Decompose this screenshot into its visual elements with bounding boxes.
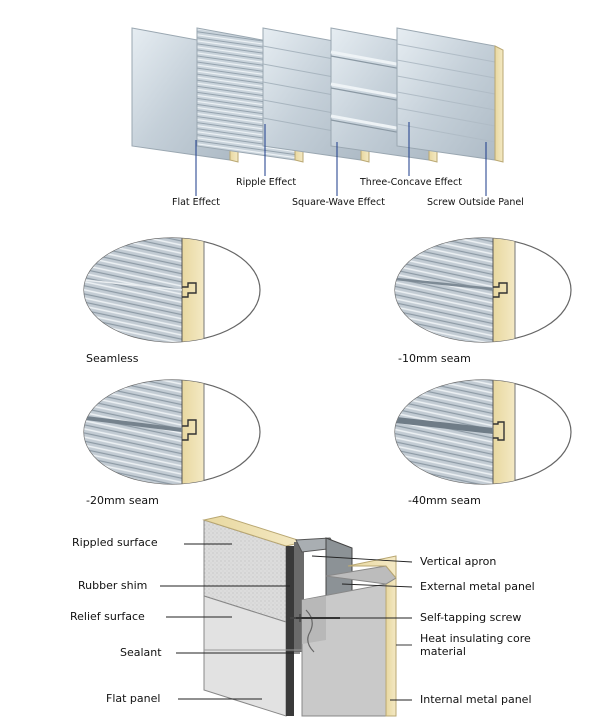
label-20mm-seam: -20mm seam bbox=[86, 494, 159, 507]
seam-40mm-diagram bbox=[394, 379, 572, 485]
label-sealant: Sealant bbox=[120, 646, 162, 659]
label-heat-insulating-core-line1: Heat insulating core bbox=[420, 632, 531, 645]
label-three-concave-effect: Three-Concave Effect bbox=[360, 177, 462, 188]
label-rubber-shim: Rubber shim bbox=[78, 579, 148, 592]
seam-20mm-diagram bbox=[83, 379, 261, 485]
assembly-leaders bbox=[160, 543, 413, 701]
label-10mm-seam: -10mm seam bbox=[398, 352, 471, 365]
label-heat-insulating-core: Heat insulating core material bbox=[420, 632, 531, 658]
label-seamless: Seamless bbox=[86, 352, 139, 365]
label-relief-surface: Relief surface bbox=[70, 610, 145, 623]
label-square-wave-effect: Square-Wave Effect bbox=[292, 197, 385, 208]
panel-screw-outside bbox=[396, 27, 504, 163]
label-flat-effect: Flat Effect bbox=[172, 197, 221, 208]
label-heat-insulating-core-line2: material bbox=[420, 645, 466, 658]
panel-leaders bbox=[195, 122, 487, 196]
label-vertical-apron: Vertical apron bbox=[420, 555, 497, 568]
seam-seamless-diagram bbox=[83, 237, 261, 343]
label-40mm-seam: -40mm seam bbox=[408, 494, 481, 507]
label-screw-outside-panel: Screw Outside Panel bbox=[427, 197, 524, 208]
label-rippled-surface: Rippled surface bbox=[72, 536, 158, 549]
label-flat-panel: Flat panel bbox=[106, 692, 161, 705]
seam-10mm-diagram bbox=[394, 237, 572, 343]
label-self-tapping-screw: Self-tapping screw bbox=[420, 611, 522, 624]
label-external-metal-panel: External metal panel bbox=[420, 580, 535, 593]
label-internal-metal-panel: Internal metal panel bbox=[420, 693, 532, 706]
label-ripple-effect: Ripple Effect bbox=[236, 177, 297, 188]
assembly-cross-section bbox=[202, 515, 397, 717]
